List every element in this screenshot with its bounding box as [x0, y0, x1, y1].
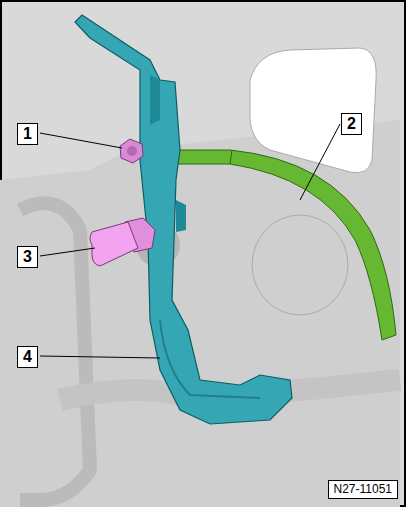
- recess: [252, 215, 348, 315]
- callout-number: 1: [17, 123, 38, 145]
- bracket: [75, 15, 292, 424]
- callout-number: 4: [17, 346, 38, 368]
- panel: [0, 120, 400, 507]
- nut: [120, 139, 143, 163]
- cable-joint: [230, 150, 232, 164]
- nut-face: [127, 146, 137, 156]
- opening: [250, 48, 376, 173]
- callout-number: 3: [17, 246, 38, 268]
- bracket-edge: [160, 320, 260, 398]
- callout-number: 2: [341, 113, 362, 135]
- leader-lines: [40, 124, 340, 358]
- cable: [165, 150, 396, 340]
- figure-code: N27-11051: [328, 480, 399, 499]
- bracket-tab: [150, 75, 186, 232]
- bolt: [90, 222, 138, 266]
